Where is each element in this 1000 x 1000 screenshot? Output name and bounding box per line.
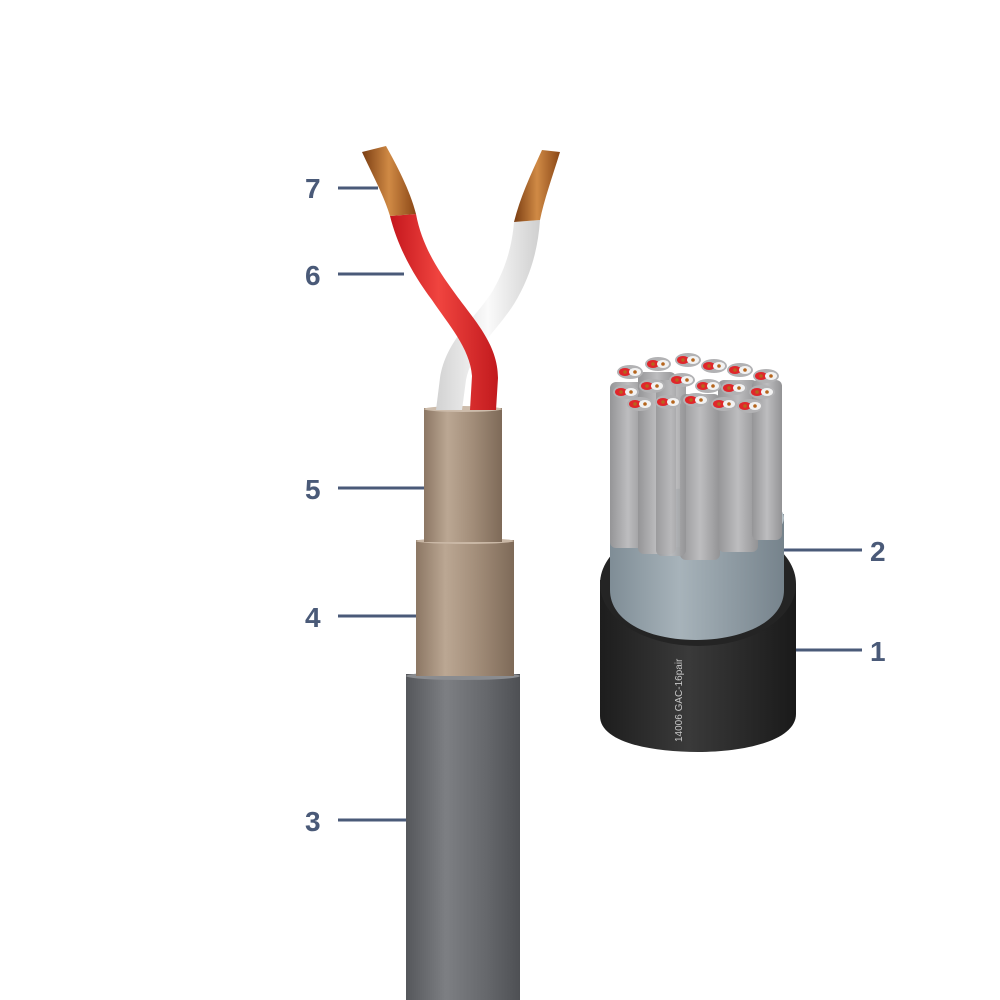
pair-end	[737, 399, 763, 413]
pair-bundle	[610, 372, 782, 560]
callout-number-6: 6	[305, 260, 321, 291]
single-pair-cable	[362, 146, 560, 1000]
callout-number-5: 5	[305, 474, 321, 505]
pair-end	[727, 363, 753, 377]
pair-end	[617, 365, 643, 379]
white-conductor-insulation	[436, 220, 540, 410]
multipair-cable: 14006 GAC-16pair	[600, 353, 796, 752]
foil-shield-inner	[424, 408, 502, 542]
copper-conductor-right	[514, 150, 560, 222]
pair-end	[711, 397, 737, 411]
callout-number-7: 7	[305, 173, 321, 204]
callout-4: 4	[305, 602, 416, 633]
pair-end	[655, 395, 681, 409]
pair-end	[701, 359, 727, 373]
jacket-print-label: 14006 GAC-16pair	[674, 658, 685, 742]
pair-end	[683, 393, 709, 407]
callout-number-4: 4	[305, 602, 321, 633]
copper-conductor-left	[362, 146, 416, 216]
outer-jacket	[406, 674, 520, 1000]
pair-ends	[613, 353, 779, 413]
pair-end	[613, 385, 639, 399]
pair-end	[645, 357, 671, 371]
pair-end	[749, 385, 775, 399]
callout-5: 5	[305, 474, 424, 505]
callout-3: 3	[305, 806, 406, 837]
pair-end	[753, 369, 779, 383]
pair-end	[627, 397, 653, 411]
callout-7: 7	[305, 173, 378, 204]
callout-2: 2	[784, 536, 886, 567]
pair-end	[669, 373, 695, 387]
pair-end	[721, 381, 747, 395]
pair-end	[695, 379, 721, 393]
red-conductor-insulation	[390, 214, 498, 410]
callout-number-1: 1	[870, 636, 886, 667]
foil-shield-outer	[416, 540, 514, 676]
callout-1: 1	[796, 636, 886, 667]
callout-6: 6	[305, 260, 404, 291]
callout-number-2: 2	[870, 536, 886, 567]
callout-number-3: 3	[305, 806, 321, 837]
pair-end	[639, 379, 665, 393]
pair-end	[675, 353, 701, 367]
